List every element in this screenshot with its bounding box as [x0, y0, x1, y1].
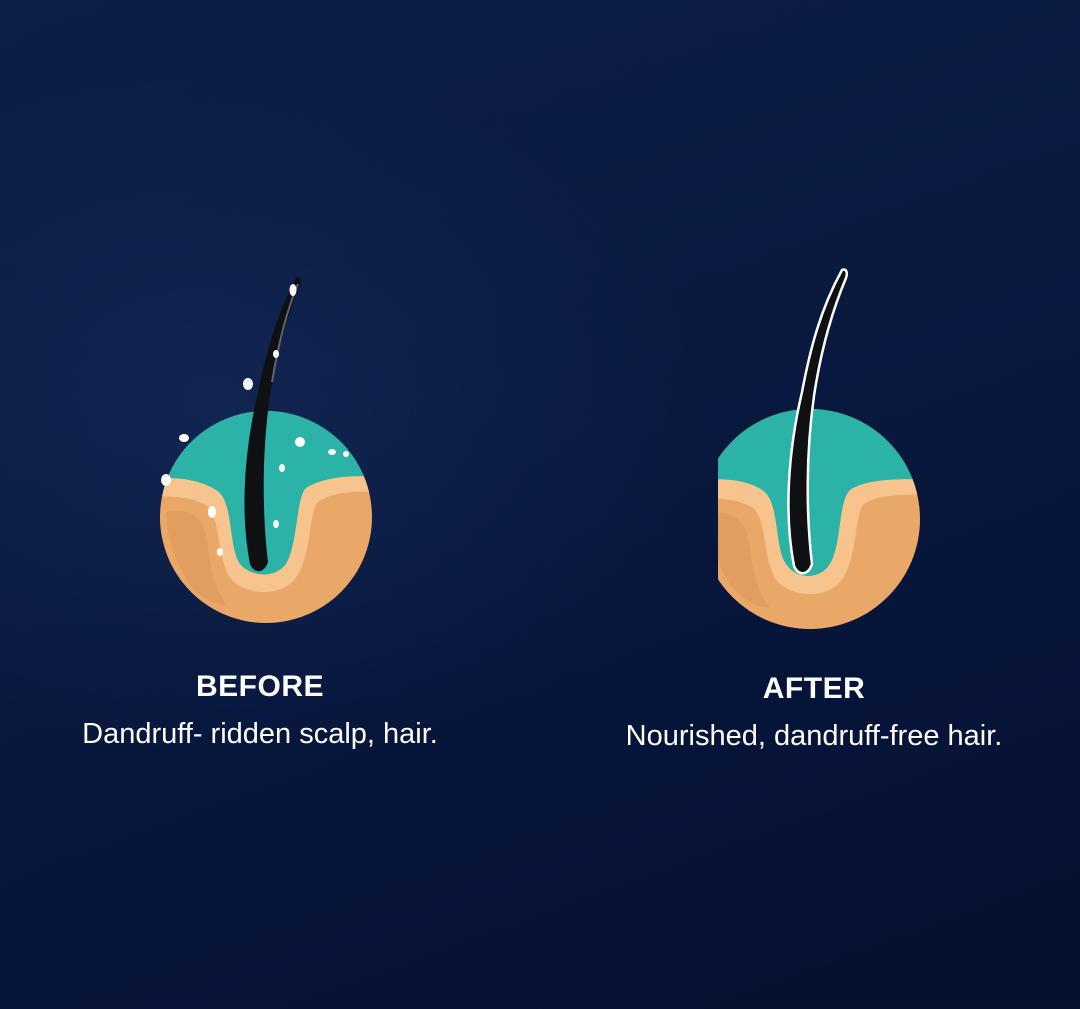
after-caption: Nourished, dandruff-free hair. [625, 720, 1003, 752]
dandruff-flakes [161, 284, 349, 556]
after-title: AFTER [762, 672, 866, 705]
before-panel: BEFORE Dandruff- ridden scalp, hair. [82, 277, 438, 750]
dandruff-scalp-illustration [160, 277, 372, 623]
healthy-scalp-illustration [718, 268, 920, 629]
after-panel: AFTER Nourished, dandruff-free hair. [540, 0, 1080, 1009]
before-title: BEFORE [195, 670, 324, 703]
before-caption: Dandruff- ridden scalp, hair. [82, 718, 438, 750]
